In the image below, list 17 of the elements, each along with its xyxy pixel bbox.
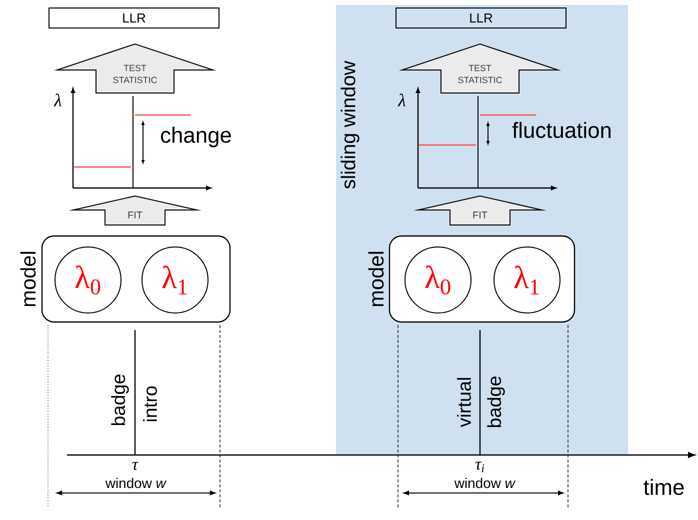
annotation: fluctuation [512,122,611,138]
event-label: intro [143,386,157,422]
model-label: model [20,252,36,306]
axis-label: λ [54,94,62,106]
llr-box: LLR [396,8,566,28]
event-label: badge [111,374,129,426]
window-label: window w [105,478,167,488]
event-label: badge [487,376,505,428]
llr-box: LLR [48,8,220,28]
window-label: window w [454,478,516,488]
annotation: change [161,126,231,148]
axis-label: time [644,478,684,496]
time-marker: τ [132,462,139,470]
time-marker: τ$_{i}$ [475,462,484,472]
model-label: model [368,252,384,306]
event-label: virtual [457,378,471,428]
axis-label: λ [398,94,406,106]
